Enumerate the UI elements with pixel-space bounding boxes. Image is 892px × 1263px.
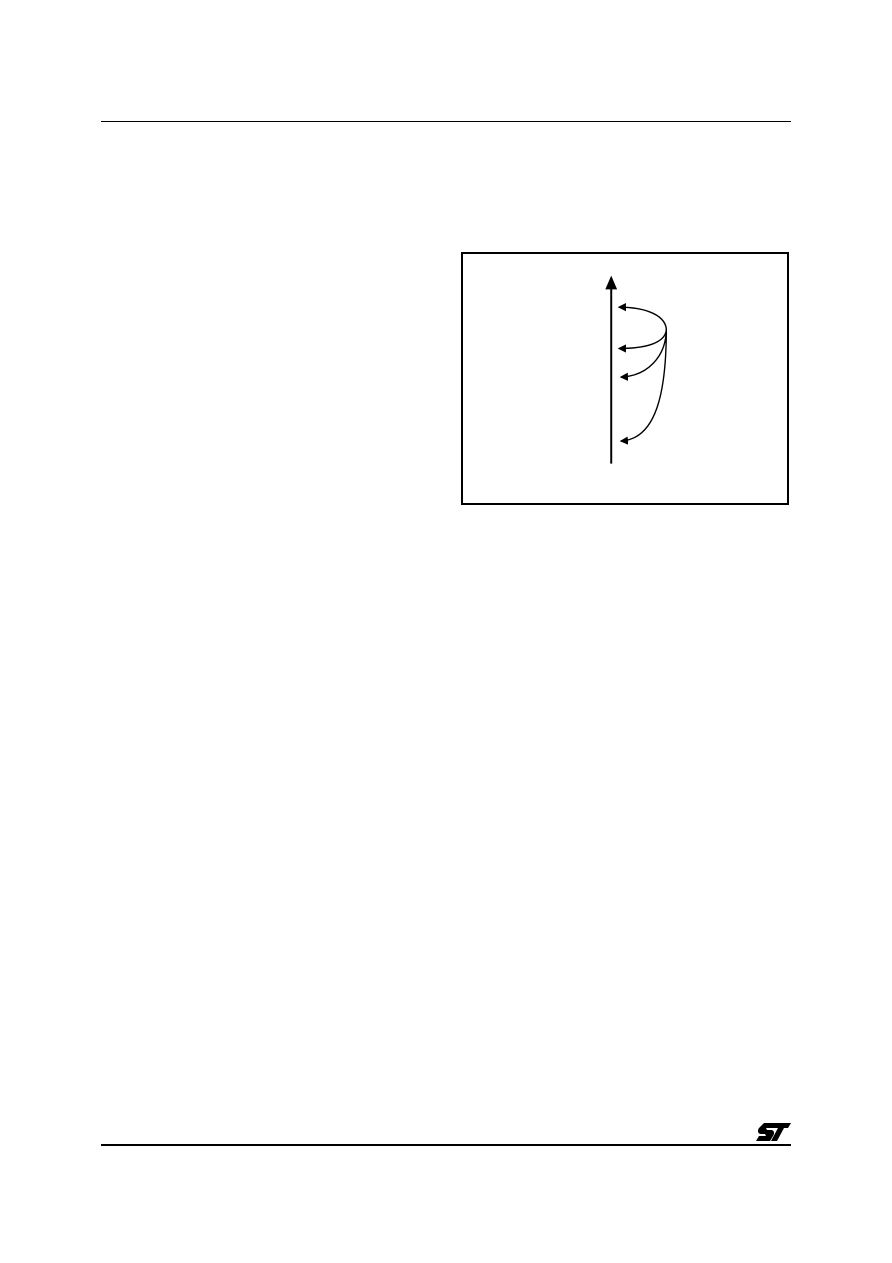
curved-arrow-2 <box>617 328 668 353</box>
curved-arrow-3 <box>619 328 668 381</box>
curved-arrow-1 <box>617 303 668 329</box>
footer-rule <box>101 1144 791 1146</box>
header-rule <box>101 121 791 122</box>
vertical-arrowhead <box>605 275 618 290</box>
figure-diagram <box>605 275 668 464</box>
st-logo-icon <box>756 1123 791 1141</box>
curved-arrow-4 <box>619 328 668 445</box>
figure-frame <box>461 252 789 505</box>
